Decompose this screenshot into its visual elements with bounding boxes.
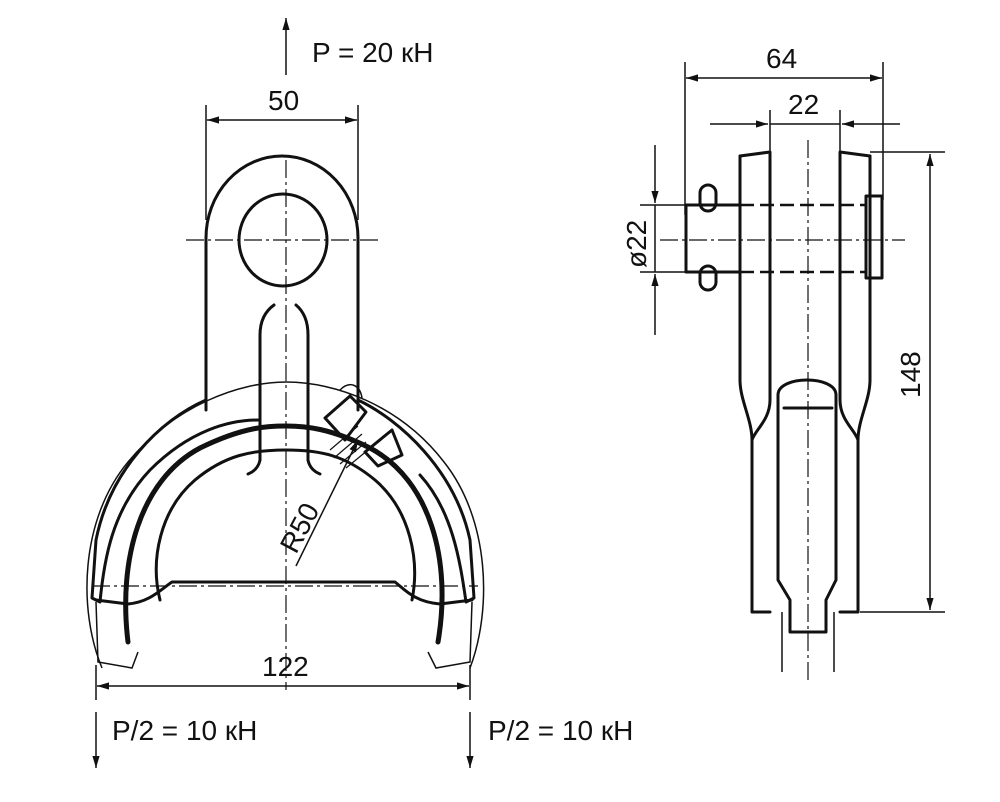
left-foot — [95, 601, 139, 669]
dimension-148: 148 — [860, 151, 945, 613]
dimension-label-64: 64 — [766, 43, 797, 74]
left-plate — [738, 150, 772, 614]
shank-right-foot — [306, 458, 322, 476]
dimension-label-122: 122 — [262, 651, 309, 682]
radius-leader — [295, 439, 359, 567]
pin-body — [684, 203, 742, 274]
eye-body-contour — [204, 154, 360, 412]
dimension-label-pin-diameter: ø22 — [621, 220, 652, 268]
shank-left-foot — [246, 458, 262, 476]
front-view: P = 20 кН 50 — [86, 18, 633, 768]
dimension-22: 22 — [710, 89, 900, 160]
radius-label: R50 — [274, 498, 325, 558]
load-label-left: P/2 = 10 кН — [112, 715, 257, 746]
dimension-50: 50 — [205, 85, 359, 220]
yoke-outer-contour-right — [356, 398, 476, 604]
outer-contour-arc — [86, 381, 485, 669]
dimension-64: 64 — [684, 43, 884, 215]
pin-head — [864, 194, 884, 280]
dimension-122: 122 — [95, 651, 471, 700]
load-label-right: P/2 = 10 кН — [488, 715, 633, 746]
inner-link — [776, 378, 838, 634]
shank-right — [294, 303, 310, 462]
right-foot — [427, 601, 473, 669]
shank-left — [258, 303, 276, 462]
dimension-label-148: 148 — [895, 351, 926, 398]
right-plate-outer — [856, 154, 872, 442]
yoke-bottom — [94, 580, 474, 606]
hatched-section — [323, 383, 404, 469]
cotter-pin-bottom — [698, 264, 718, 292]
load-label-top: P = 20 кН — [312, 37, 433, 68]
dimension-label-22: 22 — [788, 89, 819, 120]
rope-continuation — [781, 612, 835, 672]
dimension-label-50: 50 — [268, 85, 299, 116]
cotter-pin-top — [698, 183, 718, 213]
dimension-pin-diameter: ø22 — [621, 145, 686, 335]
yoke-outer-contour — [90, 398, 260, 604]
side-view: 64 22 — [621, 43, 945, 680]
left-plate-outer — [738, 154, 754, 442]
